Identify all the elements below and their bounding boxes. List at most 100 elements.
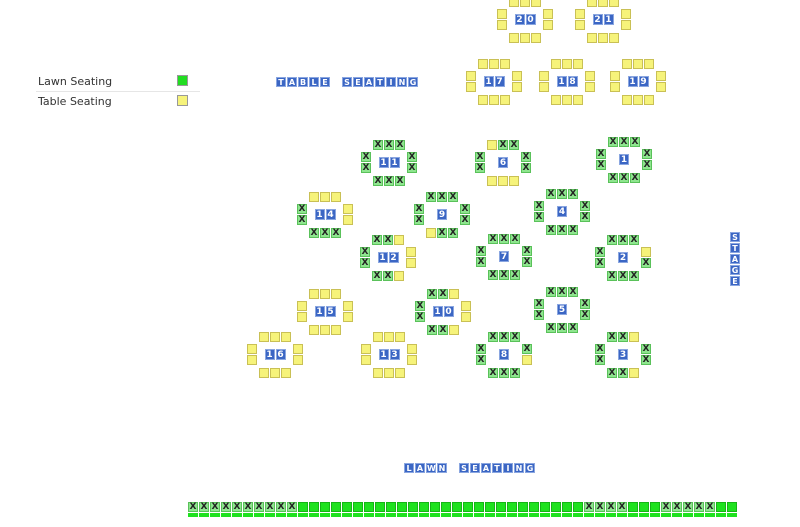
seat-taken[interactable]: X [568, 225, 578, 235]
seat-taken[interactable]: X [546, 189, 556, 199]
seat-open[interactable] [395, 332, 405, 342]
seat-taken[interactable]: X [630, 137, 640, 147]
seat-open[interactable] [500, 95, 510, 105]
seat-taken[interactable]: X [546, 287, 556, 297]
lawn-seat-next-row[interactable] [716, 513, 726, 517]
seat-taken[interactable]: X [361, 163, 371, 173]
seat-taken[interactable]: X [618, 368, 628, 378]
seat-taken[interactable]: X [395, 140, 405, 150]
seat-taken[interactable]: X [607, 332, 617, 342]
lawn-seat-open[interactable] [485, 502, 495, 512]
seat-open[interactable] [320, 289, 330, 299]
seat-taken[interactable]: X [642, 160, 652, 170]
lawn-seat-next-row[interactable] [628, 513, 638, 517]
lawn-seat-next-row[interactable] [562, 513, 572, 517]
lawn-seat-taken[interactable]: X [188, 502, 198, 512]
seat-open[interactable] [562, 95, 572, 105]
seat-open[interactable] [297, 301, 307, 311]
seat-taken[interactable]: X [642, 149, 652, 159]
seat-open[interactable] [320, 325, 330, 335]
seat-open[interactable] [497, 20, 507, 30]
lawn-seat-next-row[interactable] [342, 513, 352, 517]
seat-open[interactable] [512, 82, 522, 92]
lawn-seat-open[interactable] [430, 502, 440, 512]
seat-open[interactable] [498, 176, 508, 186]
seat-open[interactable] [520, 33, 530, 43]
seat-open[interactable] [633, 95, 643, 105]
lawn-seat-next-row[interactable] [485, 513, 495, 517]
lawn-seat-next-row[interactable] [595, 513, 605, 517]
lawn-seat-next-row[interactable] [452, 513, 462, 517]
lawn-seat-next-row[interactable] [221, 513, 231, 517]
seat-open[interactable] [585, 82, 595, 92]
seat-taken[interactable]: X [414, 204, 424, 214]
seat-taken[interactable]: X [629, 235, 639, 245]
seat-open[interactable] [562, 59, 572, 69]
seat-taken[interactable]: X [568, 323, 578, 333]
lawn-seat-taken[interactable]: X [617, 502, 627, 512]
lawn-seat-next-row[interactable] [199, 513, 209, 517]
seat-taken[interactable]: X [383, 235, 393, 245]
seat-taken[interactable]: X [499, 270, 509, 280]
seat-open[interactable] [497, 9, 507, 19]
seat-open[interactable] [373, 332, 383, 342]
seat-open[interactable] [543, 20, 553, 30]
lawn-seat-open[interactable] [342, 502, 352, 512]
seat-open[interactable] [551, 59, 561, 69]
seat-taken[interactable]: X [426, 192, 436, 202]
seat-taken[interactable]: X [580, 201, 590, 211]
lawn-seat-next-row[interactable] [694, 513, 704, 517]
seat-taken[interactable]: X [534, 201, 544, 211]
lawn-seat-next-row[interactable] [254, 513, 264, 517]
seat-open[interactable] [247, 344, 257, 354]
seat-open[interactable] [633, 59, 643, 69]
lawn-seat-next-row[interactable] [705, 513, 715, 517]
seat-open[interactable] [331, 192, 341, 202]
lawn-seat-next-row[interactable] [518, 513, 528, 517]
seat-open[interactable] [384, 368, 394, 378]
seat-taken[interactable]: X [522, 344, 532, 354]
lawn-seat-next-row[interactable] [529, 513, 539, 517]
seat-open[interactable] [656, 71, 666, 81]
seat-taken[interactable]: X [460, 215, 470, 225]
seat-taken[interactable]: X [427, 289, 437, 299]
seat-taken[interactable]: X [568, 287, 578, 297]
seat-open[interactable] [309, 289, 319, 299]
lawn-seat-open[interactable] [650, 502, 660, 512]
seat-taken[interactable]: X [438, 325, 448, 335]
lawn-seat-open[interactable] [419, 502, 429, 512]
seat-taken[interactable]: X [373, 140, 383, 150]
seat-taken[interactable]: X [510, 270, 520, 280]
lawn-seat-next-row[interactable] [573, 513, 583, 517]
seat-open[interactable] [426, 228, 436, 238]
lawn-seat-taken[interactable]: X [705, 502, 715, 512]
seat-taken[interactable]: X [521, 163, 531, 173]
seat-open[interactable] [270, 368, 280, 378]
seat-taken[interactable]: X [619, 173, 629, 183]
lawn-seat-taken[interactable]: X [595, 502, 605, 512]
seat-open[interactable] [395, 368, 405, 378]
seat-taken[interactable]: X [438, 289, 448, 299]
seat-open[interactable] [609, 33, 619, 43]
lawn-seat-next-row[interactable] [287, 513, 297, 517]
lawn-seat-next-row[interactable] [265, 513, 275, 517]
seat-taken[interactable]: X [384, 140, 394, 150]
seat-open[interactable] [575, 20, 585, 30]
lawn-seat-open[interactable] [298, 502, 308, 512]
seat-taken[interactable]: X [596, 160, 606, 170]
lawn-seat-open[interactable] [331, 502, 341, 512]
lawn-seat-open[interactable] [375, 502, 385, 512]
seat-open[interactable] [500, 59, 510, 69]
seat-taken[interactable]: X [476, 355, 486, 365]
lawn-seat-open[interactable] [507, 502, 517, 512]
seat-open[interactable] [270, 332, 280, 342]
lawn-seat-next-row[interactable] [243, 513, 253, 517]
seat-taken[interactable]: X [372, 235, 382, 245]
seat-open[interactable] [629, 368, 639, 378]
lawn-seat-taken[interactable]: X [584, 502, 594, 512]
lawn-seat-open[interactable] [639, 502, 649, 512]
seat-open[interactable] [281, 332, 291, 342]
lawn-seat-next-row[interactable] [540, 513, 550, 517]
seat-taken[interactable]: X [607, 235, 617, 245]
seat-taken[interactable]: X [557, 323, 567, 333]
